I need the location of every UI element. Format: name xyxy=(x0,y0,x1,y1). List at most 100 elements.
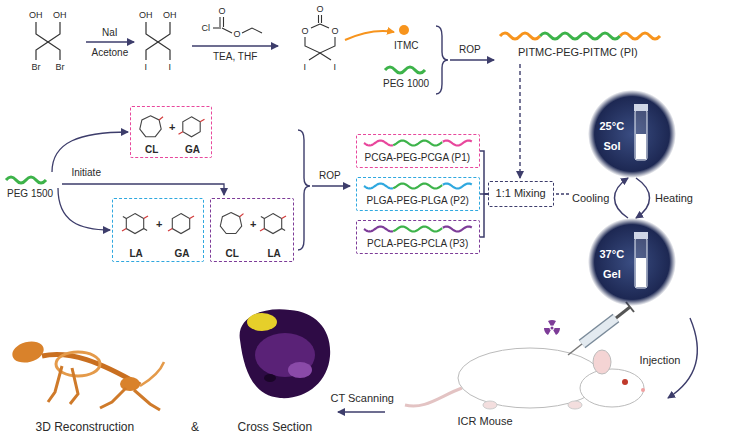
mixing-box: 1:1 Mixing xyxy=(488,181,554,207)
diiodide-structure xyxy=(146,22,170,60)
skeleton-3d xyxy=(56,352,100,376)
ct-cross-section xyxy=(264,374,276,382)
dashed-arrow xyxy=(520,64,521,178)
text-label: 3D Reconstruction xyxy=(36,421,135,435)
carbonyl-bond xyxy=(189,216,193,219)
carbonyl-bond xyxy=(200,119,204,122)
chloroformate-structure xyxy=(220,17,224,27)
rop-arrow xyxy=(450,59,494,60)
syringe xyxy=(568,302,634,355)
peg-chain xyxy=(6,177,46,183)
carbonyl-bond xyxy=(178,131,182,134)
ct-cross-section xyxy=(288,362,312,378)
text-label: Cross Section xyxy=(238,421,313,435)
text-label: & xyxy=(191,421,199,435)
mouse xyxy=(580,369,644,407)
skeleton-3d xyxy=(10,338,46,366)
methyl-bond xyxy=(260,216,263,218)
mouse xyxy=(483,401,497,409)
dibromide-structure xyxy=(36,22,60,60)
polymer-chain xyxy=(442,183,471,188)
node-text: PCGA-PEG-PCGA (P1) xyxy=(365,152,471,164)
dashed-arrow xyxy=(519,64,520,178)
bracket xyxy=(298,130,310,250)
node-shape xyxy=(588,90,676,178)
peg-chain xyxy=(385,67,425,73)
polymer-chain xyxy=(364,140,393,145)
polymer-chain xyxy=(442,226,471,231)
polymer-box: PCGA-PEG-PCGA (P1) xyxy=(356,134,480,168)
polymer-chain xyxy=(364,183,393,188)
text-label: OH xyxy=(163,10,177,20)
text-label: I xyxy=(145,62,148,72)
cyclic-carbonate-structure xyxy=(305,37,335,53)
reaction-arrow xyxy=(86,41,134,42)
text-label: O xyxy=(219,6,226,16)
monomer-ring xyxy=(139,115,160,136)
monomer-ring xyxy=(264,213,281,233)
node-text: LA xyxy=(268,248,281,260)
chloroformate-structure xyxy=(242,28,262,33)
peg-chain xyxy=(6,177,46,183)
pi-polymer-chain xyxy=(500,33,660,39)
radiation-symbol xyxy=(551,327,554,330)
text-label: Injection xyxy=(640,354,681,367)
ct-cross-section xyxy=(247,313,277,331)
vial-photo-circle: 25°CSol xyxy=(588,90,676,178)
text-label: TEA, THF xyxy=(213,51,257,63)
node-text: + xyxy=(169,121,175,134)
node-text: Gel xyxy=(603,268,621,281)
connector xyxy=(615,178,629,218)
vial-content xyxy=(636,258,646,287)
syringe xyxy=(582,318,616,344)
mouse xyxy=(405,348,645,409)
bracket xyxy=(436,26,448,94)
text-label: O xyxy=(332,26,339,36)
text-label: ROP xyxy=(459,44,481,56)
itmc-dot xyxy=(399,25,409,35)
mouse xyxy=(641,388,645,392)
peg-chain xyxy=(385,67,425,73)
monomer-arrow xyxy=(345,31,394,40)
mouse xyxy=(593,350,611,374)
monomer-box: LA+GA xyxy=(112,198,204,262)
vial-cap xyxy=(634,104,648,111)
monomer-box: CL+LA xyxy=(210,198,294,262)
initiate-arrow xyxy=(52,132,128,172)
ct-cross-section xyxy=(255,333,315,377)
itmc-dot xyxy=(399,25,409,35)
text-label: Br xyxy=(56,62,65,72)
text-label: O xyxy=(234,29,241,39)
text-label: O xyxy=(317,4,324,14)
text-label: PEG 1500 xyxy=(7,188,53,200)
monomer-ring xyxy=(172,213,189,233)
cyclic-carbonate-structure xyxy=(311,24,329,28)
text-label: Cl xyxy=(202,23,211,33)
monomer-arrow xyxy=(345,31,394,40)
edge-label: Cooling xyxy=(570,192,611,205)
node-text: 25°C xyxy=(600,120,625,133)
vial-glass xyxy=(635,110,647,160)
chloroformate-structure xyxy=(222,28,232,33)
radiation-symbol xyxy=(544,328,551,335)
polymer-chain xyxy=(393,183,442,188)
node-text: PCLA-PEG-PCLA (P3) xyxy=(367,238,468,250)
carbonyl-bond xyxy=(281,216,285,219)
text-label: Initiate xyxy=(72,167,101,179)
vial-glass xyxy=(635,238,647,288)
text-label: OH xyxy=(139,10,153,20)
skeleton-3d xyxy=(10,338,164,410)
text-label: PITMC-PEG-PITMC (PI) xyxy=(518,46,638,59)
vial-photo-circle: 37°CGel xyxy=(588,218,676,306)
ct-arrow xyxy=(338,412,385,413)
dashed-connector xyxy=(556,194,569,195)
rop-arrow xyxy=(450,60,494,61)
connector xyxy=(636,178,650,218)
monomer-ring xyxy=(126,213,143,233)
cyclic-carbonate-structure xyxy=(305,15,335,60)
skeleton-3d xyxy=(140,362,164,386)
text-label: ICR Mouse xyxy=(458,415,513,428)
polymer-chain xyxy=(393,140,442,145)
text-label: O xyxy=(302,26,309,36)
node-text: CL xyxy=(226,248,239,260)
